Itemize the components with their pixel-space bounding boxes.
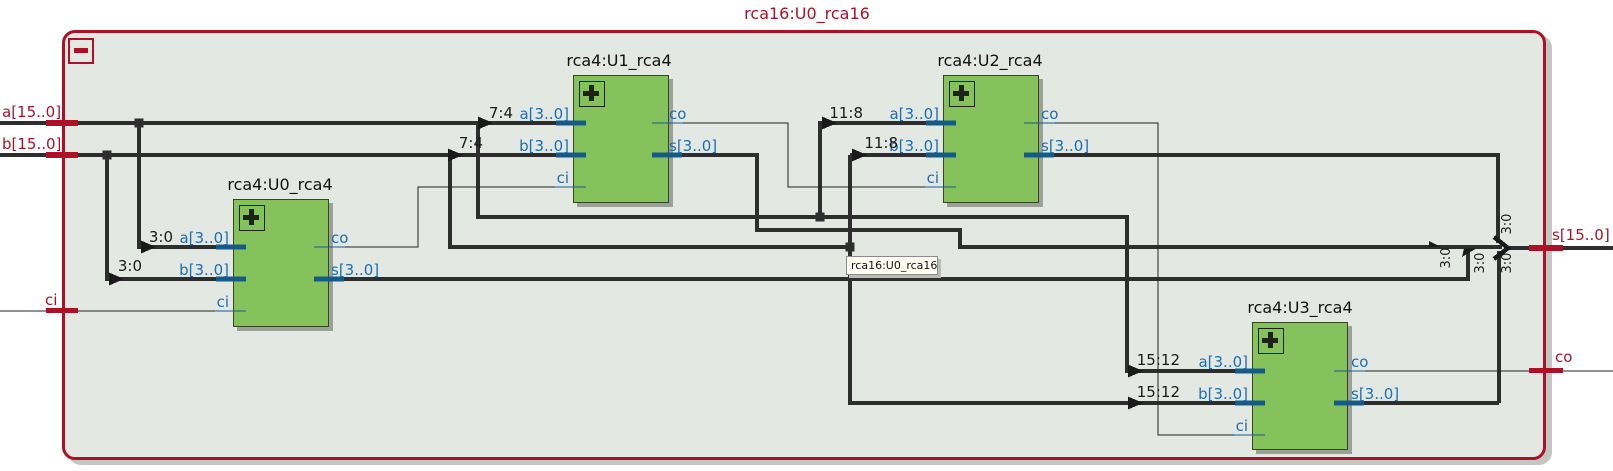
expand-icon[interactable] xyxy=(949,81,975,107)
port-label-ci: ci xyxy=(1235,417,1248,435)
slice-label: 7:4 xyxy=(458,134,483,152)
hierarchy-title: rca16:U0_rca16 xyxy=(744,4,870,23)
wire-u2-a[interactable] xyxy=(818,121,928,217)
port-label-ci: ci xyxy=(926,169,939,187)
module-title-u3: rca4:U3_rca4 xyxy=(1247,298,1353,317)
merge-slice-label: 3:0 xyxy=(1500,213,1515,235)
external-port-b: b[15..0] xyxy=(2,135,62,153)
port-pins-single[interactable] xyxy=(215,122,1365,436)
port-label-s: s[3..0] xyxy=(1041,137,1090,155)
slice-label: 15:12 xyxy=(1136,383,1180,401)
junction-dots xyxy=(102,118,855,252)
module-u1[interactable] xyxy=(573,75,669,203)
slice-label: 15:12 xyxy=(1136,351,1180,369)
merge-slice-label: 3:0 xyxy=(1439,247,1454,269)
wire-arrowheads xyxy=(109,116,1476,410)
module-title-u1: rca4:U1_rca4 xyxy=(566,51,672,70)
module-u3[interactable] xyxy=(1252,322,1348,450)
expand-icon[interactable] xyxy=(239,205,265,231)
port-label-a: a[3..0] xyxy=(519,105,569,123)
wire-u0co-u1ci[interactable] xyxy=(340,186,574,248)
wire-u3-s[interactable] xyxy=(1361,251,1501,405)
port-label-a: a[3..0] xyxy=(179,229,229,247)
external-port-a: a[15..0] xyxy=(2,103,62,121)
tooltip: rca16:U0_rca16 xyxy=(846,256,938,275)
port-label-ci: ci xyxy=(556,169,569,187)
external-port-s: s[15..0] xyxy=(1552,226,1610,244)
wire-u2-s[interactable] xyxy=(1052,153,1500,243)
expand-icon[interactable] xyxy=(579,81,605,107)
bus-merge-chevron xyxy=(1492,235,1512,261)
port-label-b: b[3..0] xyxy=(179,261,229,279)
wire-u1co-u2ci[interactable] xyxy=(678,122,944,188)
module-u2[interactable] xyxy=(943,75,1039,203)
slice-label: 3:0 xyxy=(117,257,142,275)
wire-u0-a[interactable] xyxy=(137,123,218,249)
port-label-co: co xyxy=(669,105,687,123)
collapse-button[interactable] xyxy=(68,38,94,64)
slice-label: 7:4 xyxy=(488,104,513,122)
slice-label: 3:0 xyxy=(148,228,173,246)
external-pins[interactable] xyxy=(46,120,1563,373)
slice-label: 11:8 xyxy=(829,104,863,122)
port-label-b: b[3..0] xyxy=(1198,385,1248,403)
wire-u1-s[interactable] xyxy=(678,153,1502,249)
port-label-s: s[3..0] xyxy=(669,137,718,155)
wire-u0-s[interactable] xyxy=(342,250,1470,281)
module-title-u2: rca4:U2_rca4 xyxy=(937,51,1043,70)
port-label-a: a[3..0] xyxy=(889,105,939,123)
port-label-b: b[3..0] xyxy=(889,137,939,155)
module-title-u0: rca4:U0_rca4 xyxy=(227,175,333,194)
port-pins[interactable] xyxy=(216,120,1364,406)
wire-a-upper-slice[interactable] xyxy=(476,123,1237,373)
merge-slice-label: 3:0 xyxy=(1473,252,1488,274)
port-label-co: co xyxy=(1351,353,1369,371)
module-u0[interactable] xyxy=(233,199,329,327)
port-label-a: a[3..0] xyxy=(1198,353,1248,371)
external-port-ci: ci xyxy=(45,291,58,309)
slice-label: 11:8 xyxy=(864,134,898,152)
wire-u0-b[interactable] xyxy=(105,155,218,281)
port-label-ci: ci xyxy=(216,293,229,311)
expand-icon[interactable] xyxy=(1258,328,1284,354)
external-port-co: co xyxy=(1555,348,1573,366)
port-label-b: b[3..0] xyxy=(519,137,569,155)
port-label-co: co xyxy=(331,229,349,247)
wire-u2co-u3ci[interactable] xyxy=(1050,122,1253,436)
port-label-s: s[3..0] xyxy=(331,261,380,279)
minus-icon xyxy=(74,48,88,53)
port-label-s: s[3..0] xyxy=(1351,385,1400,403)
merge-slice-label: 3:0 xyxy=(1500,252,1515,274)
port-label-co: co xyxy=(1041,105,1059,123)
